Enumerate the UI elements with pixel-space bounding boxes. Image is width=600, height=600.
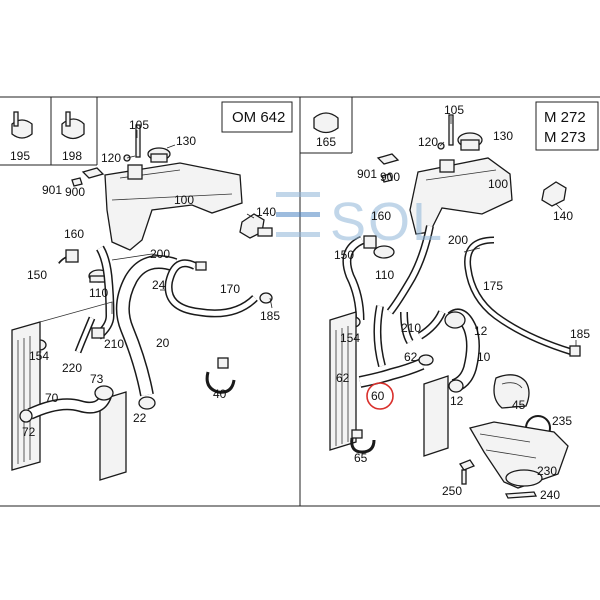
label-150-right: 150 <box>334 248 354 262</box>
engine-label-right-2: M 273 <box>544 129 586 146</box>
hose-200-left <box>96 246 114 339</box>
label-40: 40 <box>213 387 227 401</box>
label-140-right: 140 <box>553 209 573 223</box>
bolt-250 <box>459 459 475 471</box>
hose-160-clamp <box>65 249 79 263</box>
label-22: 22 <box>133 411 147 425</box>
label-170: 170 <box>220 282 240 296</box>
label-165: 165 <box>316 135 336 149</box>
expansion-tank-left <box>71 124 243 251</box>
label-154-right: 154 <box>340 331 360 345</box>
hose-150-right <box>344 237 364 321</box>
label-235: 235 <box>552 414 572 428</box>
label-120-left: 120 <box>101 151 121 165</box>
label-70: 70 <box>45 391 59 405</box>
label-140-left: 140 <box>256 205 276 219</box>
hose-200-right <box>388 225 433 314</box>
shroud-45 <box>493 374 530 409</box>
label-198: 198 <box>62 149 82 163</box>
clamp-40-left <box>205 371 236 394</box>
label-185-left: 185 <box>260 309 280 323</box>
ring-72 <box>19 409 33 423</box>
hose-170-left <box>166 260 257 316</box>
label-220: 220 <box>62 361 82 375</box>
frame <box>0 96 600 507</box>
label-195: 195 <box>10 149 30 163</box>
label-105-left: 105 <box>129 118 149 132</box>
ring-73 <box>94 385 114 401</box>
label-100-right: 100 <box>488 177 508 191</box>
hose-70-left <box>28 394 111 419</box>
label-160-left: 160 <box>64 227 84 241</box>
label-130-right: 130 <box>493 129 513 143</box>
label-200-left: 200 <box>150 247 170 261</box>
clip-195-drawing <box>11 111 33 139</box>
engine-label-left: OM 642 <box>232 109 285 126</box>
label-185-right: 185 <box>570 327 590 341</box>
label-62-lower: 62 <box>336 371 350 385</box>
watermark-text: SOL <box>330 192 444 252</box>
clip-140-right-drawing <box>541 181 567 207</box>
label-250: 250 <box>442 484 462 498</box>
label-901-left: 901 <box>42 183 62 197</box>
label-110-left: 110 <box>89 286 108 300</box>
label-210-left: 210 <box>104 337 124 351</box>
label-154-left: 154 <box>29 349 49 363</box>
label-150-left: 150 <box>27 268 47 282</box>
label-105-right: 105 <box>444 103 464 117</box>
label-60: 60 <box>371 389 385 403</box>
label-10: 10 <box>477 350 491 364</box>
label-24: 24 <box>152 278 166 292</box>
label-900-left: 900 <box>65 185 85 199</box>
label-72: 72 <box>22 425 36 439</box>
clip-198-drawing <box>61 111 85 140</box>
gasket-240 <box>504 491 538 499</box>
radiator-left <box>11 301 127 481</box>
label-100-left: 100 <box>174 193 194 207</box>
hose-60 <box>359 359 424 387</box>
label-210-right: 210 <box>401 321 421 335</box>
label-12-upper: 12 <box>474 324 488 338</box>
label-230: 230 <box>537 464 557 478</box>
expansion-tank-right <box>376 114 513 235</box>
label-240: 240 <box>540 488 560 502</box>
label-200-right: 200 <box>448 233 468 247</box>
label-160-right: 160 <box>371 209 391 223</box>
bushing-110-right <box>373 245 395 259</box>
leader-lines <box>126 116 577 346</box>
clip-165-drawing <box>313 112 339 134</box>
label-110-right: 110 <box>375 268 394 282</box>
clamp-65 <box>350 437 376 454</box>
highlight-circle <box>366 382 394 410</box>
label-130-left: 130 <box>176 134 196 148</box>
right-panel <box>313 112 581 499</box>
clip-140-left-drawing <box>239 213 273 239</box>
label-901-right: 901 <box>357 167 377 181</box>
radiator-right <box>329 311 449 457</box>
left-panel <box>11 111 273 481</box>
hose-160-right <box>363 235 377 249</box>
pipe-220-left <box>76 317 94 353</box>
hose-175 <box>465 238 573 354</box>
watermark: SOL <box>276 192 444 252</box>
label-73: 73 <box>90 372 104 386</box>
label-62-upper: 62 <box>404 350 418 364</box>
label-900-right: 900 <box>380 170 400 184</box>
hose-20-left <box>117 256 177 397</box>
label-12-lower: 12 <box>450 394 464 408</box>
label-45: 45 <box>512 398 526 412</box>
label-20: 20 <box>156 336 170 350</box>
engine-label-right-1: M 272 <box>544 109 586 126</box>
label-175: 175 <box>483 279 503 293</box>
label-120-right: 120 <box>418 135 438 149</box>
label-65: 65 <box>354 451 368 465</box>
